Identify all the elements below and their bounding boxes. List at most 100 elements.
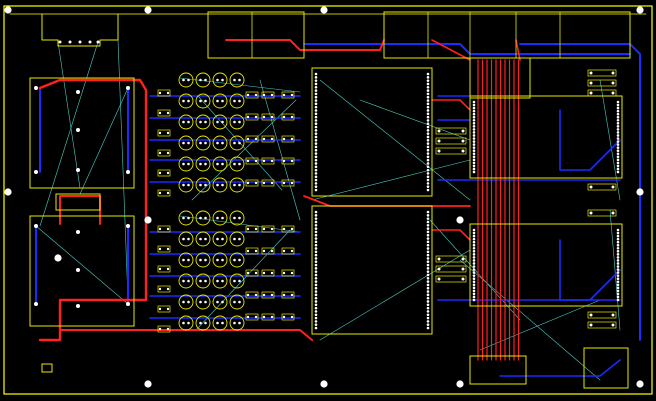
pad (282, 249, 286, 253)
resistor-footprint (261, 135, 275, 143)
pad (76, 168, 80, 172)
pad (461, 277, 465, 281)
ic-pin (426, 310, 430, 313)
pad (589, 185, 593, 189)
resistor-footprint (281, 291, 295, 299)
ic-pin (616, 128, 620, 131)
capacitor-pad (182, 141, 185, 145)
electrolytic-capacitor-icon (229, 72, 245, 88)
ic-pin (472, 250, 476, 253)
pad (262, 227, 266, 231)
ic-pin (426, 223, 430, 227)
ic-pin (314, 152, 318, 155)
pad (254, 159, 258, 163)
capacitor-pad (216, 162, 219, 166)
electrolytic-capacitor-icon (195, 93, 211, 109)
ic-pin (314, 125, 318, 129)
pad (461, 257, 465, 261)
pad (158, 171, 162, 175)
mounting-hole-icon (456, 216, 464, 224)
ic-pin (616, 250, 620, 253)
capacitor-pad (187, 120, 190, 124)
pad (34, 302, 38, 306)
resistor-footprint (281, 179, 295, 187)
pad (282, 293, 286, 297)
ic-pin (616, 277, 620, 280)
pad (262, 315, 266, 319)
capacitor-pad (221, 120, 224, 124)
resistor-footprint (245, 113, 259, 121)
capacitor-pad (182, 279, 185, 283)
ic-pin (314, 267, 318, 270)
ic-pin (616, 295, 620, 299)
electrolytic-capacitor-icon (212, 156, 228, 172)
resistor-footprint (157, 325, 171, 333)
ratsnest-line (79, 87, 129, 195)
capacitor-pad (238, 216, 241, 220)
resistor-footprint (245, 157, 259, 165)
pad (589, 313, 593, 317)
ic-pin (426, 253, 430, 257)
mounting-hole-icon (4, 188, 12, 196)
ratsnest-line (195, 229, 291, 331)
ic-pin (616, 286, 620, 290)
ic-pin (314, 145, 318, 149)
ic-pin (426, 109, 430, 112)
ic-pin (314, 263, 318, 267)
ratsnest-line (35, 225, 129, 305)
ic-pin (314, 283, 318, 287)
electrolytic-capacitor-icon (229, 231, 245, 247)
ic-pin (314, 243, 318, 247)
ic-pin (616, 237, 620, 241)
ic-pin (472, 283, 476, 287)
pad (270, 159, 274, 163)
pad (158, 227, 162, 231)
ic-pin (314, 129, 318, 132)
capacitor-pad (187, 216, 190, 220)
ic-pin (472, 265, 476, 268)
ic-pin (472, 262, 476, 265)
ic-pin (426, 72, 430, 76)
ic-pin (426, 230, 430, 234)
capacitor-pad (216, 237, 219, 241)
capacitor-pad (199, 237, 202, 241)
resistor-footprint (245, 91, 259, 99)
pad (246, 181, 250, 185)
capacitor-pad (221, 162, 224, 166)
pad (461, 267, 465, 271)
connector-pin (96, 40, 100, 44)
capacitor-pad (182, 300, 185, 304)
ic-pin (472, 289, 476, 293)
top-trace-header-a (225, 39, 385, 51)
ic-pin (314, 76, 318, 79)
resistor-footprint (281, 225, 295, 233)
ic-pin (426, 326, 430, 330)
pad (611, 313, 615, 317)
capacitor-pad (182, 99, 185, 103)
capacitor-pad (204, 237, 207, 241)
ic-pin (426, 243, 430, 247)
ic-package-u1 (311, 67, 433, 197)
ic-pin (426, 95, 430, 99)
ic-pin (426, 175, 430, 179)
pad (437, 149, 441, 153)
ic-pin (616, 100, 620, 104)
capacitor-pad (238, 78, 241, 82)
ic-pin (314, 316, 318, 320)
pad (158, 287, 162, 291)
ic-pin (314, 105, 318, 109)
ic-pin (472, 137, 476, 140)
pad (270, 315, 274, 319)
ic-pin (616, 134, 620, 137)
capacitor-pad (187, 183, 190, 187)
ic-pin (314, 320, 318, 323)
pad (611, 323, 615, 327)
ic-pin (616, 256, 620, 259)
ic-package-u4 (469, 223, 623, 307)
capacitor-pad (216, 99, 219, 103)
pad (254, 315, 258, 319)
pad (290, 137, 294, 141)
capacitor-pad (187, 258, 190, 262)
pad (290, 93, 294, 97)
